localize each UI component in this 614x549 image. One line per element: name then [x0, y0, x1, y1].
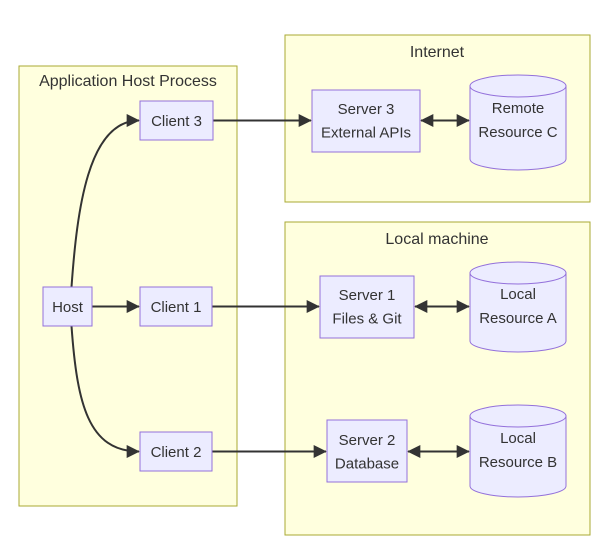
node-client1-box [139, 286, 213, 327]
node-host: Host [42, 286, 93, 327]
node-client2-box [139, 431, 213, 472]
node-resource-a-label-line1: Local [500, 286, 536, 303]
node-client3-label: Client 3 [151, 113, 202, 130]
cluster-local-machine-title: Local machine [385, 231, 488, 248]
node-client2-label: Client 2 [151, 444, 202, 461]
node-server3: Server 3 External APIs [311, 89, 421, 153]
cluster-application-host-process-title: Application Host Process [39, 73, 217, 90]
node-resource-c-label-line2: Resource C [478, 124, 557, 141]
node-server1-label-line1: Server 1 [339, 287, 396, 304]
node-server3-box [311, 89, 421, 153]
node-resource-b-label-line1: Local [500, 430, 536, 447]
edge-host-client2 [70, 325, 140, 458]
node-server2-label-line1: Server 2 [339, 432, 396, 449]
node-host-box [42, 286, 93, 327]
node-client1-label: Client 1 [151, 299, 202, 316]
node-server1-box [319, 275, 415, 339]
node-server2: Server 2 Database [326, 419, 408, 483]
edge-host-client3 [70, 114, 140, 288]
node-resource-b-cylinder-rim [469, 415, 567, 428]
node-server1-label-line2: Files & Git [332, 311, 402, 328]
node-client1: Client 1 [139, 286, 213, 327]
node-resource-a-cylinder-rim [469, 272, 567, 285]
node-client3-box [139, 100, 214, 141]
node-resource-a: Local Resource A [469, 261, 567, 353]
node-server3-label-line2: External APIs [321, 125, 411, 142]
node-resource-a-label-line2: Resource A [479, 310, 557, 327]
node-server1: Server 1 Files & Git [319, 275, 415, 339]
node-resource-b-label-line2: Resource B [479, 454, 557, 471]
node-resource-c-cylinder [469, 74, 567, 171]
node-resource-c-cylinder-rim [469, 85, 567, 98]
node-server2-box [326, 419, 408, 483]
node-client2: Client 2 [139, 431, 213, 472]
node-client3: Client 3 [139, 100, 214, 141]
node-resource-b: Local Resource B [469, 404, 567, 498]
node-server3-label-line1: Server 3 [338, 101, 395, 118]
node-resource-c-label-line1: Remote [492, 100, 545, 117]
node-resource-c: Remote Resource C [469, 74, 567, 171]
node-host-label: Host [52, 299, 84, 316]
cluster-internet-title: Internet [410, 44, 465, 61]
node-resource-a-cylinder [469, 261, 567, 353]
node-resource-b-cylinder [469, 404, 567, 498]
node-server2-label-line2: Database [335, 456, 399, 473]
